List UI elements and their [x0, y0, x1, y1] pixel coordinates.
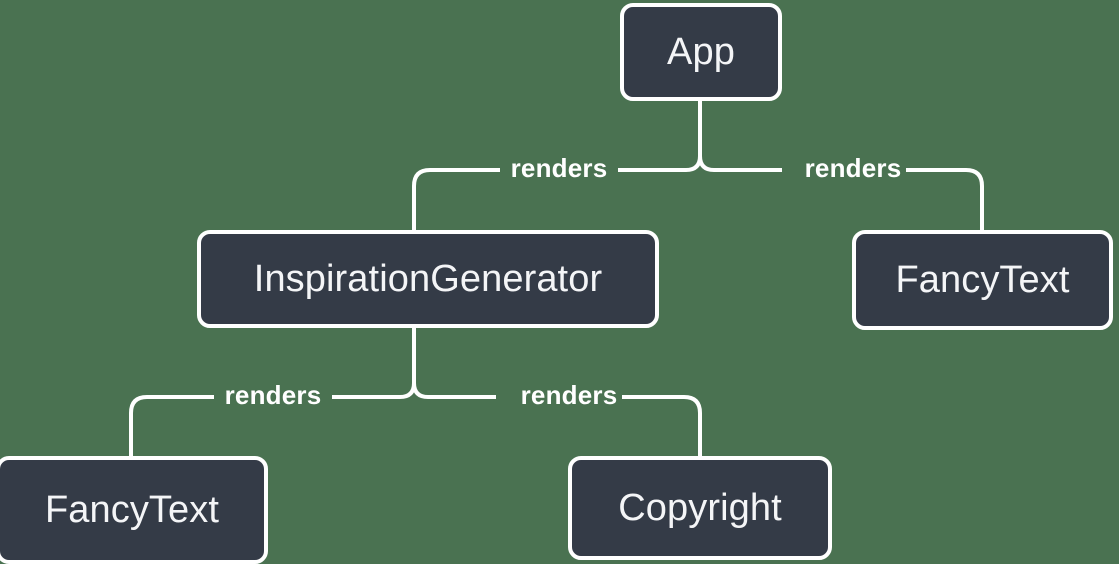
edge-app-junction-left [685, 155, 702, 172]
node-app[interactable]: App [620, 3, 782, 101]
edge-label-inspirationgenerator-to-copyright: renders [520, 380, 618, 410]
node-fancytext-bottom[interactable]: FancyText [0, 456, 268, 564]
node-inspiration-generator-label: InspirationGenerator [253, 257, 603, 300]
edge-app-to-inspirationgenerator-seg-b [412, 168, 500, 230]
edge-inspirationgenerator-junction-left [399, 382, 416, 399]
edge-app-junction-right [698, 155, 715, 172]
edge-inspirationgenerator-junction-right [412, 382, 429, 399]
edge-app-to-fancytext-right-seg-b [906, 168, 984, 230]
edge-inspirationgenerator-to-copyright-seg-b [622, 395, 702, 457]
node-app-label: App [667, 30, 735, 73]
node-fancytext-bottom-label: FancyText [44, 488, 220, 531]
node-copyright-label: Copyright [618, 486, 782, 529]
node-inspiration-generator[interactable]: InspirationGenerator [197, 230, 659, 328]
edge-label-app-to-fancytext-right: renders [804, 153, 902, 183]
node-copyright[interactable]: Copyright [568, 456, 832, 560]
edge-label-inspirationgenerator-to-fancytext-bottom: renders [224, 380, 322, 410]
node-fancytext-right-label: FancyText [895, 258, 1070, 301]
edge-label-app-to-inspirationgenerator: renders [510, 153, 608, 183]
edge-inspirationgenerator-to-fancytext-bottom-seg-b [129, 395, 214, 457]
node-fancytext-right[interactable]: FancyText [852, 230, 1113, 330]
